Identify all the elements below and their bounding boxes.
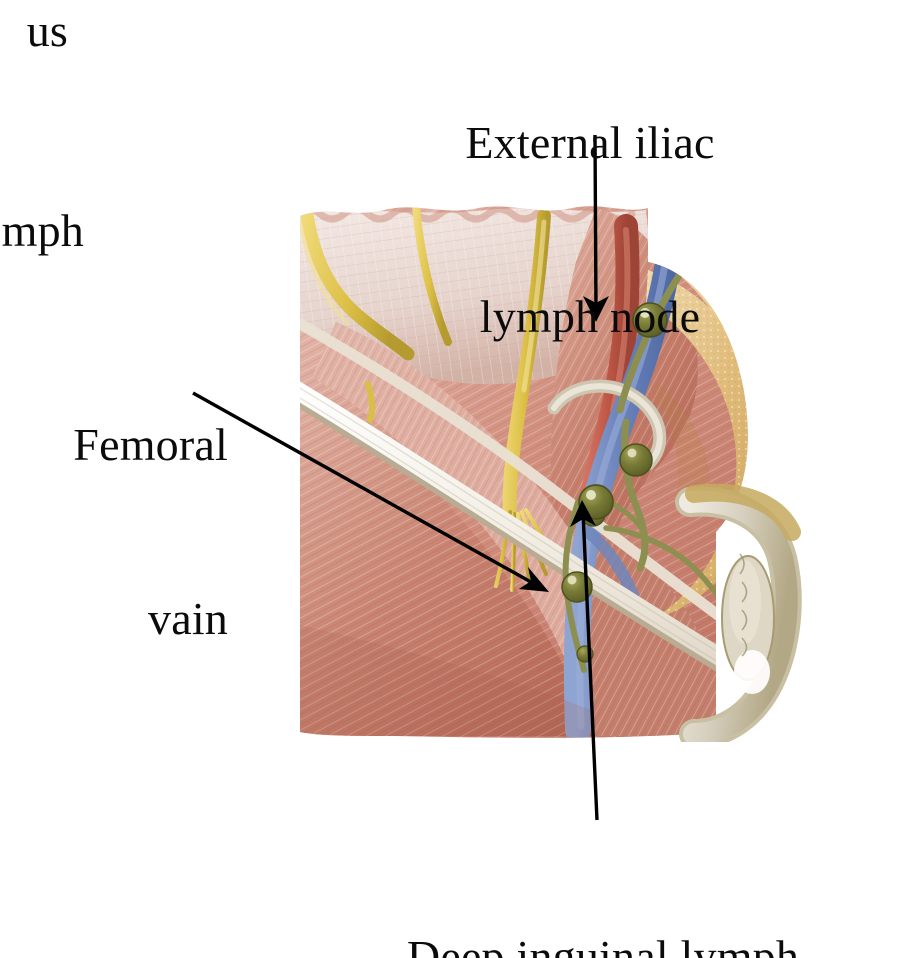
spermatic-cord (679, 490, 798, 742)
label-line: vain (148, 592, 228, 644)
lymph-node (576, 645, 594, 663)
lymph-node-deep-inguinal (578, 484, 614, 520)
spermatic-cord-group (675, 483, 802, 742)
label-fragment-top-left: us (26, 5, 68, 56)
testis-highlight (734, 650, 770, 694)
label-femoral-vein: Femoral vain (0, 300, 228, 764)
iliohypogastric-nerve (412, 206, 452, 346)
label-deep-inguinal-lymph-node: Deep inguinal lymph node (318, 812, 888, 958)
label-external-iliac-lymph-node: External iliac lymph node (406, 0, 774, 462)
label-line: Femoral (73, 418, 228, 470)
label-line: lymph node (479, 290, 701, 342)
lateral-femoral-cutaneous-nerve (300, 206, 415, 361)
label-fragment-middle-left: mph (1, 205, 84, 256)
cord-texture (739, 553, 748, 657)
fascia-lata-band (300, 318, 748, 646)
cord-fat-covering (685, 483, 801, 541)
lymphatic-vessel-mid (621, 418, 649, 572)
lymph-node (561, 571, 593, 603)
label-line: External iliac (465, 116, 715, 168)
label-line: Deep inguinal lymph (406, 930, 800, 958)
